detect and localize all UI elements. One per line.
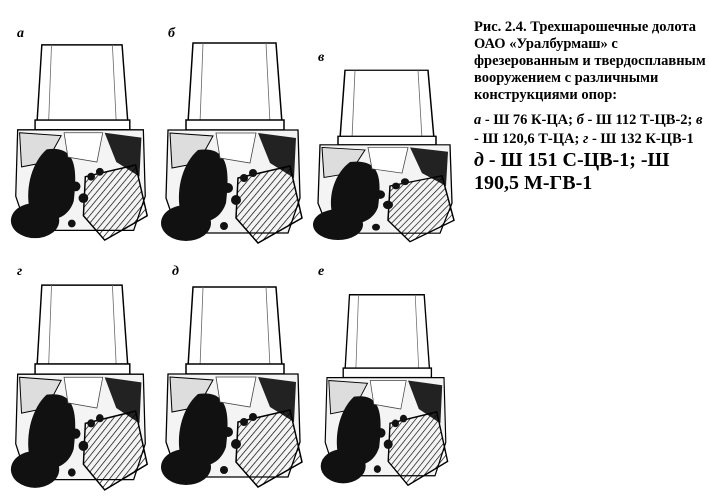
figure-label-b: б — [168, 26, 175, 41]
caption-legend: а - Ш 76 К-ЦА; б - Ш 112 Т-ЦВ-2; в - Ш 1… — [474, 111, 706, 149]
drill-bit-drawing-v — [310, 66, 460, 246]
legend-text: - Ш 76 К-ЦА; — [481, 112, 577, 128]
legend-text: - Ш 120,6 Т-ЦА; — [474, 131, 583, 147]
legend-text: - Ш 112 Т-ЦВ-2; — [583, 112, 696, 128]
drill-bit-drawing-e — [318, 290, 453, 490]
legend-text: - Ш 132 К-ЦВ-1 — [588, 131, 694, 147]
figure-label-g: г — [17, 264, 23, 279]
legend-letter: г — [582, 131, 589, 147]
figure-label-e: е — [318, 264, 325, 279]
figure-label-v: в — [318, 50, 325, 65]
drill-bit-drawing-g — [8, 280, 153, 495]
legend-letter: б — [576, 112, 584, 128]
drill-bit-drawing-b — [158, 38, 308, 248]
drill-bit-drawing-a — [8, 40, 153, 245]
legend-letter: в — [696, 112, 703, 128]
figure-caption: Рис. 2.4. Трехшарошечные долота ОАО «Ура… — [474, 19, 706, 195]
figure-label-a: а — [17, 26, 24, 41]
legend-letter: д — [474, 149, 484, 171]
figure-label-d: д — [172, 264, 179, 279]
caption-legend-large: д - Ш 151 С-ЦВ-1; -Ш 190,5 М-ГВ-1 — [474, 149, 706, 195]
legend-letter: а — [474, 112, 482, 128]
caption-title: Рис. 2.4. Трехшарошечные долота ОАО «Ура… — [474, 19, 706, 103]
legend-text: - Ш 151 С-ЦВ-1; — [483, 149, 641, 171]
legend-text: -Ш 190,5 М-ГВ-1 — [474, 149, 670, 194]
drill-bit-drawing-d — [158, 282, 308, 492]
